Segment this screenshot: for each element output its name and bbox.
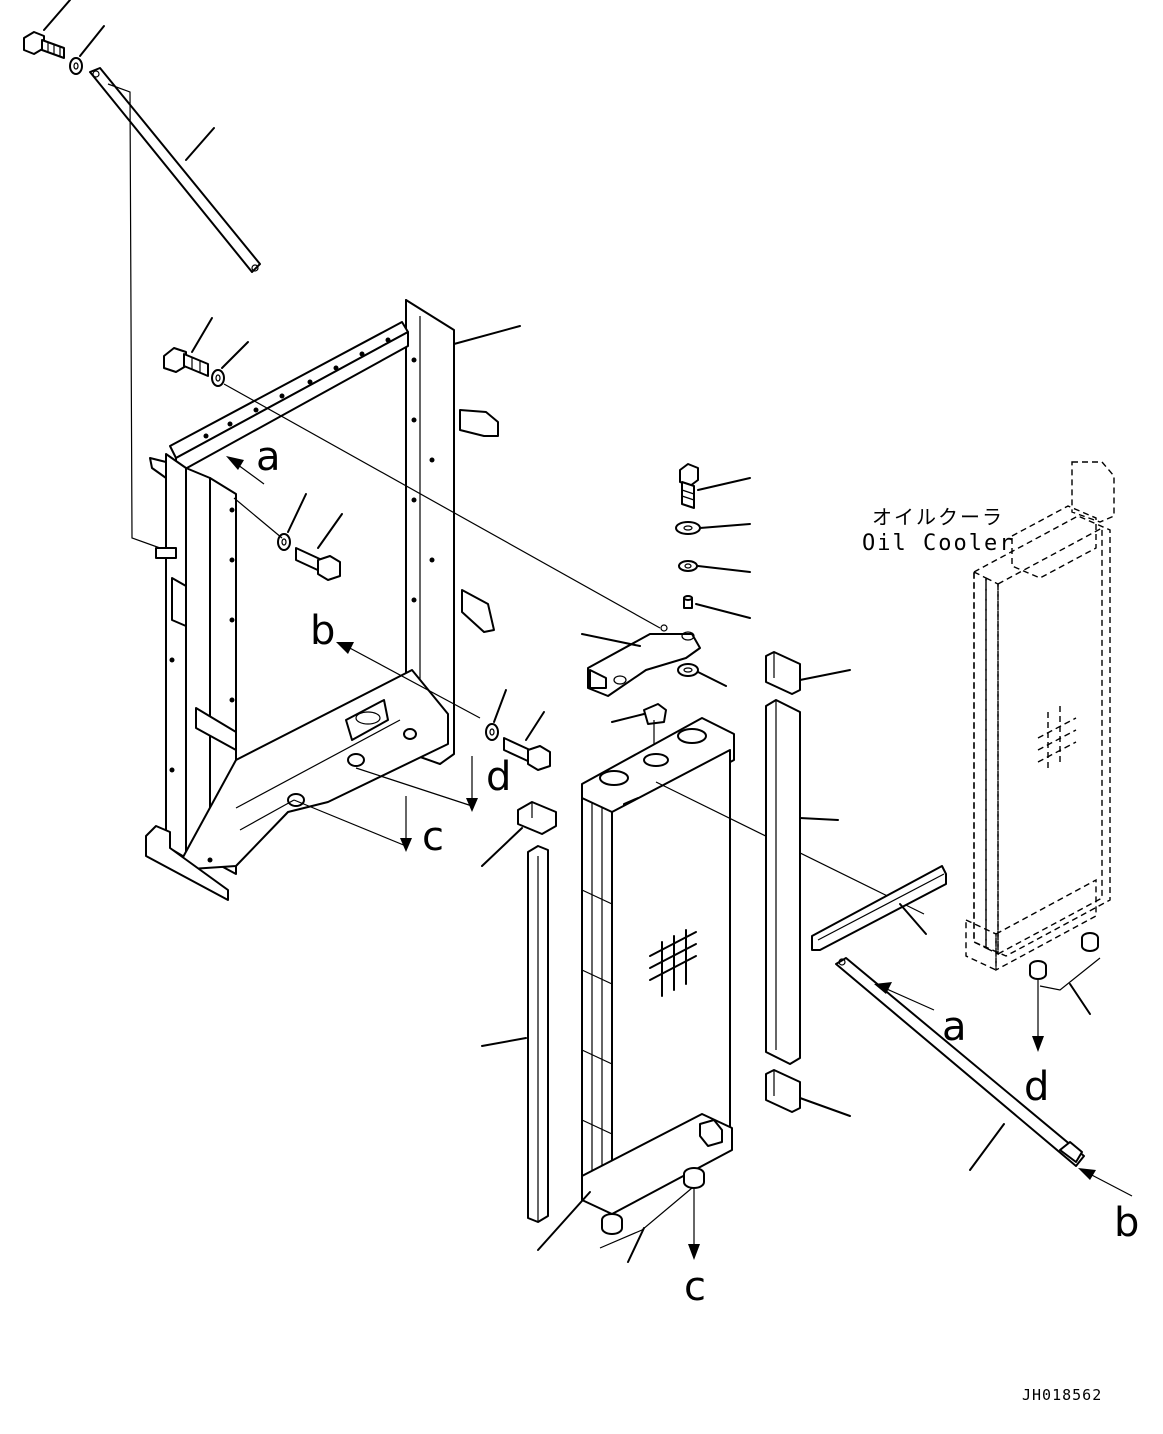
leader-line xyxy=(695,603,751,619)
leader-line xyxy=(525,711,545,741)
leader-line xyxy=(581,633,641,647)
oil-cooler-label-jp: オイルクーラ xyxy=(872,505,1004,529)
drawing-code: JH018562 xyxy=(1022,1386,1102,1404)
ref-arrow-c-radiator: c xyxy=(684,1188,706,1310)
seal-block-left xyxy=(517,801,557,835)
center-collar xyxy=(683,595,693,609)
leader-line xyxy=(627,1227,645,1263)
radiator-frame xyxy=(145,299,499,901)
reference-line xyxy=(223,383,661,629)
leader-line xyxy=(1069,983,1091,1015)
leader-line xyxy=(899,903,927,935)
leader-line xyxy=(799,817,839,821)
leader-line xyxy=(699,523,751,529)
seal-strip-left xyxy=(527,845,549,1223)
leader-line xyxy=(453,325,521,345)
leader-line xyxy=(799,1097,851,1117)
ref-label-d: d xyxy=(486,754,511,800)
reference-line xyxy=(107,83,161,549)
leader-line xyxy=(191,317,213,353)
ref-arrow-d-cooler: d xyxy=(1024,980,1049,1110)
seal-strip-right xyxy=(765,699,801,1065)
reference-line xyxy=(1039,957,1101,991)
ref-label-a: a xyxy=(942,1004,967,1050)
leader-line xyxy=(537,1191,591,1251)
ref-label-d: d xyxy=(1024,1064,1049,1110)
ref-arrow-b-rod: b xyxy=(1078,1168,1139,1246)
reference-line xyxy=(233,497,283,539)
leader-line xyxy=(493,689,507,723)
ref-arrow-c-frame: c xyxy=(239,767,473,860)
radiator-cap xyxy=(643,703,667,725)
seal-block-right-bottom xyxy=(765,1069,801,1113)
oil-cooler-mounts xyxy=(1029,932,1099,980)
frame-bolt-lower xyxy=(485,723,551,771)
leader-line xyxy=(697,565,751,573)
ref-label-b: b xyxy=(310,608,335,654)
lower-stay-rod xyxy=(835,957,1085,1167)
leader-line xyxy=(481,827,523,867)
oil-cooler xyxy=(965,461,1115,972)
upper-stay-rod xyxy=(89,67,261,273)
leader-line xyxy=(79,25,105,57)
leader-line xyxy=(697,671,727,687)
center-washer-large xyxy=(675,521,701,535)
center-washer-small xyxy=(678,560,698,572)
leader-line xyxy=(221,341,249,369)
leader-line xyxy=(969,1123,1005,1171)
ref-label-a: a xyxy=(256,434,281,480)
ref-arrow-a-frame: a xyxy=(226,434,281,485)
leader-line xyxy=(611,713,645,723)
rubber-mount-bottom xyxy=(601,1167,705,1235)
leader-line xyxy=(185,127,215,161)
ref-arrow-d-frame: d xyxy=(466,754,511,812)
frame-bolt-middle xyxy=(277,533,341,581)
leader-line xyxy=(697,477,751,491)
top-bolt xyxy=(23,31,65,59)
ref-label-b: b xyxy=(1114,1200,1139,1246)
radiator xyxy=(581,717,735,1215)
seal-bar-angled xyxy=(811,865,947,951)
center-bolt xyxy=(679,463,699,509)
leader-line xyxy=(317,513,343,549)
ref-label-c: c xyxy=(422,814,444,860)
seal-block-right-top xyxy=(765,651,801,695)
leader-line xyxy=(287,493,307,533)
leader-line xyxy=(481,1037,527,1047)
oil-cooler-label-en: Oil Cooler xyxy=(862,531,1014,556)
ref-arrow-a-rod: a xyxy=(874,982,967,1050)
top-washer xyxy=(69,57,83,75)
leader-line xyxy=(799,669,851,681)
frame-bolt-upper xyxy=(163,347,225,387)
rubber-mount-top xyxy=(677,663,699,677)
ref-label-c: c xyxy=(684,1264,706,1310)
leader-line xyxy=(43,0,71,31)
mounting-bracket xyxy=(587,624,701,697)
ref-arrow-b-frame: b xyxy=(310,608,481,719)
